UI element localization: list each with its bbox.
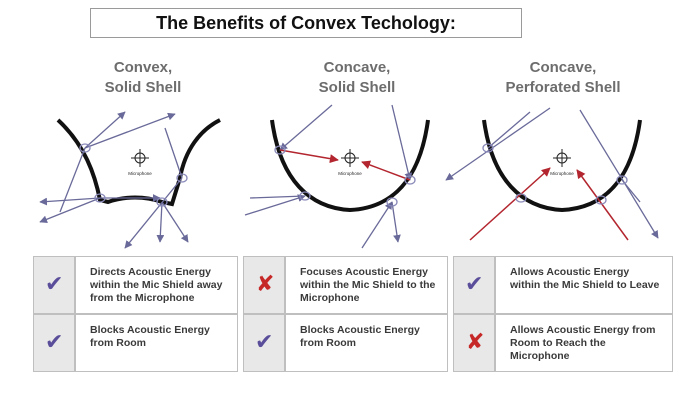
column-heading-line1: Concave, [529, 59, 597, 76]
concave-perforated-shell [482, 119, 642, 213]
column-heading-line2: Solid Shell [104, 79, 182, 96]
benefit-text: Directs Acoustic Energy within the Mic S… [90, 266, 223, 304]
benefit-text: Allows Acoustic Energy within the Mic Sh… [510, 266, 660, 291]
column-heading-concave-solid: Concave, Solid Shell [257, 58, 457, 98]
row1-col2-icon-cell: ✘ [243, 256, 285, 314]
row2-col2-text-cell: Blocks Acoustic Energy from Room [285, 314, 448, 372]
row1-col2-text-cell: Focuses Acoustic Energy within the Mic S… [285, 256, 448, 314]
check-icon: ✔ [45, 329, 64, 354]
row2-col3-text-cell: Allows Acoustic Energy from Room to Reac… [495, 314, 673, 372]
page-title: The Benefits of Convex Techology: [90, 8, 522, 38]
check-icon: ✔ [465, 271, 484, 296]
microphone-label: Microphone [550, 171, 574, 176]
row2-col1-icon-cell: ✔ [33, 314, 75, 372]
row2-col3-icon-cell: ✘ [453, 314, 495, 372]
benefits-table: ✔ Directs Acoustic Energy within the Mic… [33, 256, 673, 372]
column-heading-line2: Perforated Shell [505, 79, 621, 96]
row2-col1-text-cell: Blocks Acoustic Energy from Room [75, 314, 238, 372]
shell-diagrams: Microphone Microphone [39, 104, 659, 249]
cross-icon: ✘ [466, 329, 485, 354]
column-heading-convex-solid: Convex, Solid Shell [43, 58, 243, 98]
column-heading-line1: Concave, [323, 59, 391, 76]
microphone-label: Microphone [338, 171, 362, 176]
benefit-text: Blocks Acoustic Energy from Room [300, 324, 420, 349]
convex-solid-diagram: Microphone [39, 111, 221, 249]
column-heading-line2: Solid Shell [318, 79, 396, 96]
convex-shell [56, 118, 221, 207]
check-icon: ✔ [45, 271, 64, 296]
row1-col3-icon-cell: ✔ [453, 256, 495, 314]
concave-perforated-diagram: Microphone [445, 107, 659, 241]
microphone-icon [553, 149, 571, 167]
row1-col1-icon-cell: ✔ [33, 256, 75, 314]
benefit-text: Allows Acoustic Energy from Room to Reac… [510, 324, 656, 362]
check-icon: ✔ [255, 329, 274, 354]
concave-shell [270, 119, 430, 213]
cross-icon: ✘ [256, 271, 275, 296]
column-heading-concave-perforated: Concave, Perforated Shell [463, 58, 663, 98]
microphone-icon [341, 149, 359, 167]
benefit-text: Blocks Acoustic Energy from Room [90, 324, 210, 349]
row1-col3-text-cell: Allows Acoustic Energy within the Mic Sh… [495, 256, 673, 314]
row1-col1-text-cell: Directs Acoustic Energy within the Mic S… [75, 256, 238, 314]
microphone-label: Microphone [128, 171, 152, 176]
concave-solid-diagram: Microphone [244, 104, 430, 249]
row2-col2-icon-cell: ✔ [243, 314, 285, 372]
microphone-icon [131, 149, 149, 167]
column-heading-line1: Convex, [113, 59, 173, 76]
benefit-text: Focuses Acoustic Energy within the Mic S… [300, 266, 436, 304]
